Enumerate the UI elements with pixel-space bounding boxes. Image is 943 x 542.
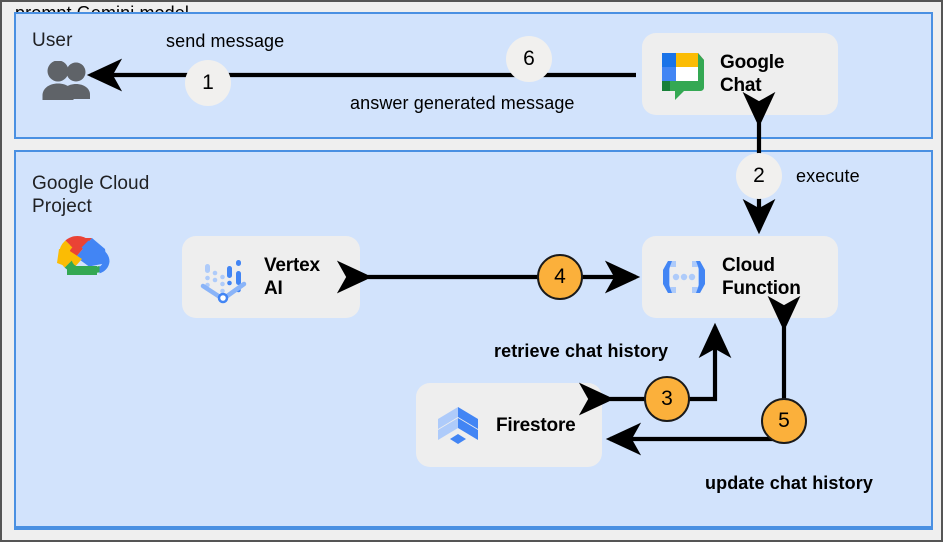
step-marker-5[interactable]: 5 — [761, 398, 807, 444]
google-cloud-icon — [49, 225, 117, 279]
node-google-chat[interactable]: Google Chat — [642, 33, 838, 115]
label-execute: execute — [796, 166, 860, 186]
step-marker-1[interactable]: 1 — [185, 60, 231, 106]
node-cloud-function[interactable]: Cloud Function — [642, 236, 838, 318]
vertex-ai-icon — [196, 248, 254, 306]
node-firestore[interactable]: Firestore — [416, 383, 602, 467]
label-send-message: send message — [166, 31, 285, 51]
node-vertex-ai[interactable]: Vertex AI — [182, 236, 360, 318]
label-retrieve-chat-history: retrieve chat history — [494, 341, 669, 361]
node-cloud-function-label: Cloud Function — [722, 255, 801, 299]
node-google-chat-label: Google Chat — [720, 52, 785, 96]
label-update-chat-history: update chat history — [705, 473, 873, 493]
panel-gcp-title: Google Cloud Project — [32, 173, 150, 217]
label-answer-generated-message: answer generated message — [350, 93, 575, 113]
step-marker-4[interactable]: 4 — [537, 254, 583, 300]
step-marker-2[interactable]: 2 — [736, 153, 782, 199]
google-chat-icon — [656, 47, 710, 101]
firestore-icon — [430, 397, 486, 453]
cloud-function-icon — [656, 249, 712, 305]
node-firestore-label: Firestore — [496, 414, 576, 436]
users-icon — [38, 60, 96, 101]
node-vertex-ai-label: Vertex AI — [264, 255, 320, 299]
panel-user-title: User — [32, 30, 73, 51]
step-marker-3[interactable]: 3 — [644, 376, 690, 422]
step-marker-6[interactable]: 6 — [506, 36, 552, 82]
